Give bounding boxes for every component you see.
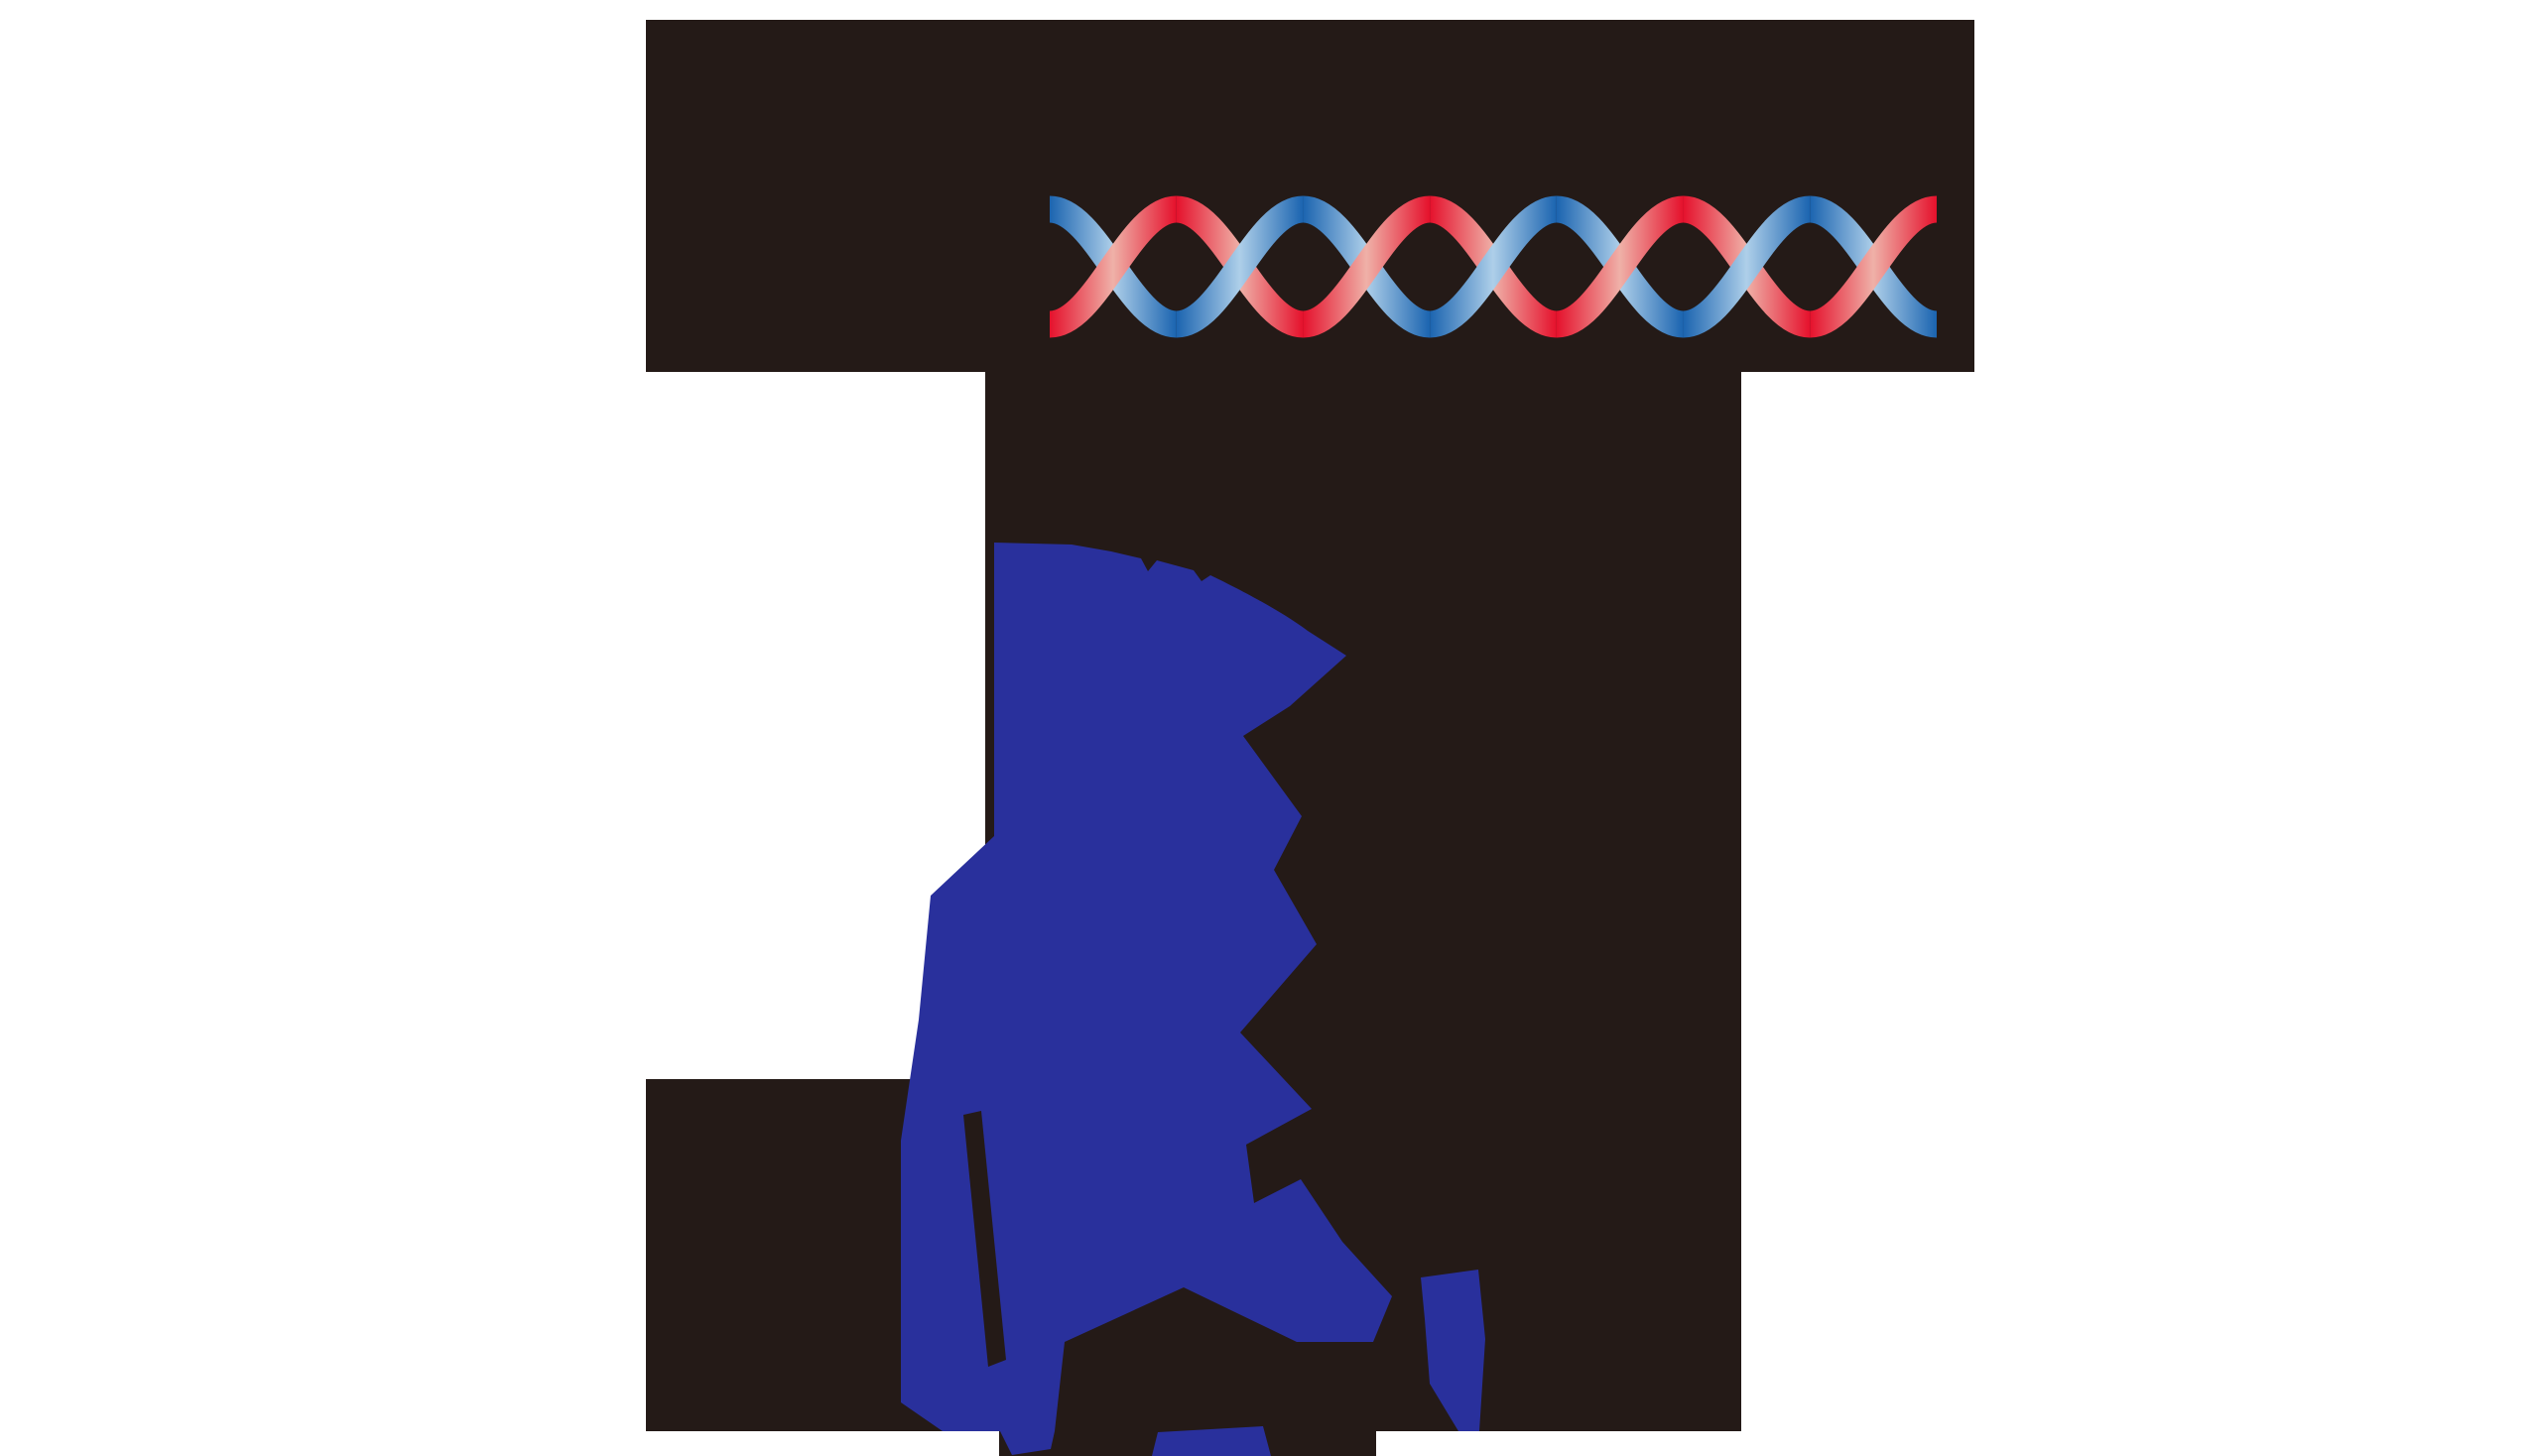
dna-strand-red [1554,195,1686,338]
dna-strand-red [1301,195,1433,338]
dna-strand-red [1047,195,1179,338]
leg-gap-cut [963,1111,1006,1367]
rear-shin [1421,1270,1485,1431]
foot-pad [1152,1426,1271,1456]
dna-helix-icon [1047,195,1940,338]
dna-strand-red [1808,195,1940,338]
dna-strand-blue [1428,195,1559,338]
dna-strand-blue [1681,195,1813,338]
animal-silhouette [901,543,1392,1455]
dna-strand-blue [1174,195,1306,338]
